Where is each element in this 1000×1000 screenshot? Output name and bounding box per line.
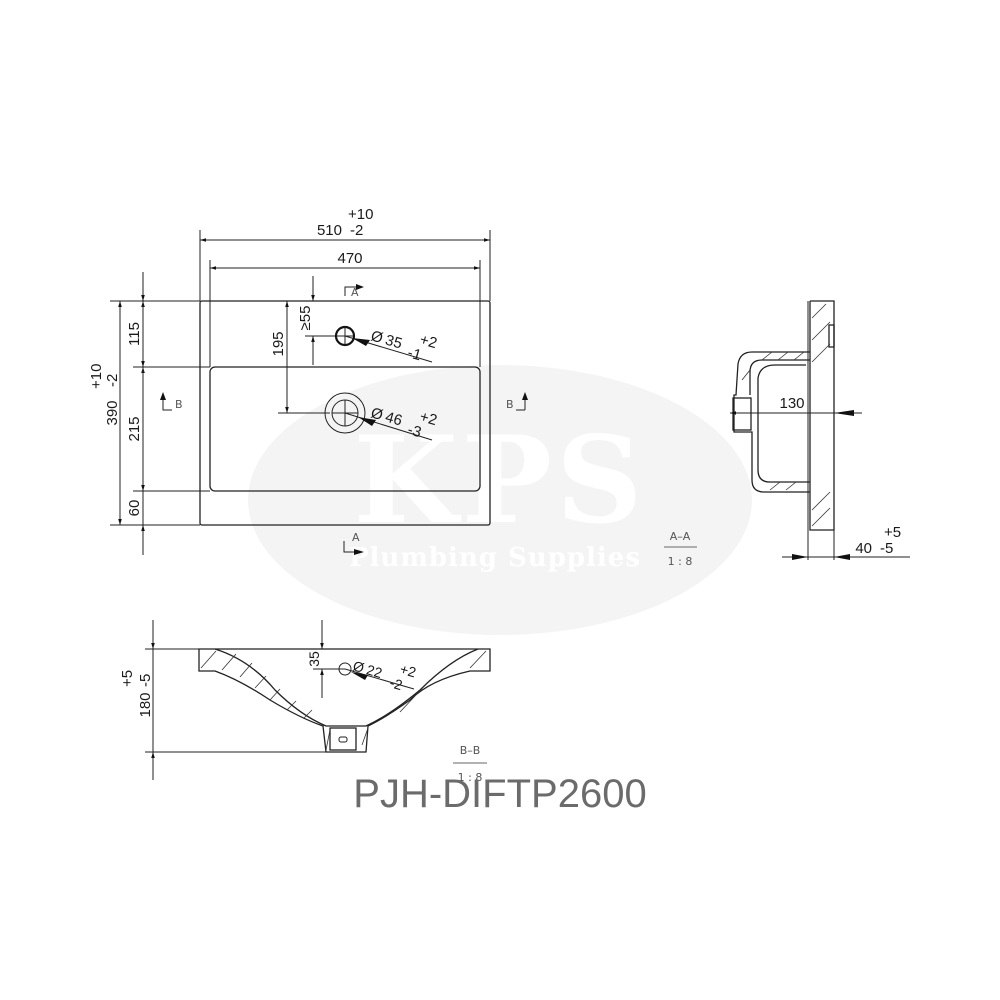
tap-to-waste-value: 195	[270, 331, 287, 356]
section-b-view: 180 -5 +5 35 Ø 22 -2 +2 B–B 1 : 8	[119, 620, 491, 784]
overall-width-tol-plus: +10	[348, 206, 373, 223]
section-a-scale: 1 : 8	[668, 555, 693, 568]
overall-depth-tol-minus: -2	[104, 374, 121, 387]
watermark-ellipse	[248, 365, 752, 635]
waste-hole-tol-minus: -3	[406, 421, 424, 441]
section-marker-a-bottom: A	[343, 531, 364, 555]
tap-hole-tol-minus: -1	[406, 344, 424, 364]
section-b-outline	[198, 648, 491, 753]
section-a-rim-tol-plus: +5	[884, 524, 901, 541]
tap-hole-value: 35	[383, 332, 404, 353]
basin-bowl-outline	[209, 366, 481, 492]
overall-depth-tol-plus: +10	[88, 364, 105, 389]
overflow-hole	[338, 662, 352, 676]
watermark: KPS Plumbing Supplies	[248, 365, 752, 635]
section-b-scale: 1 : 8	[458, 771, 483, 784]
tap-hole-tol-plus: +2	[418, 331, 439, 352]
overall-width-value: 510	[317, 222, 342, 239]
section-b-height-value: 180	[137, 692, 154, 717]
waste-hole-value: 46	[383, 409, 404, 430]
overflow-hole-value: 22	[365, 661, 385, 681]
overall-depth-value: 390	[104, 400, 121, 425]
svg-text:B: B	[175, 398, 183, 411]
back-ledge-value: 115	[126, 322, 143, 346]
section-a-rim	[809, 300, 835, 531]
inner-width-value: 470	[337, 250, 362, 267]
front-rim-value: 60	[126, 500, 143, 517]
overflow-hole-symbol: Ø	[351, 658, 366, 676]
waste-hole-tol-plus: +2	[418, 408, 439, 429]
section-marker-b-left: B	[160, 392, 183, 411]
tap-hole-min-value: ≥55	[297, 306, 314, 331]
watermark-tagline: Plumbing Supplies	[349, 543, 641, 573]
bowl-depth-value: 215	[126, 416, 143, 441]
watermark-brand: KPS	[353, 410, 646, 551]
waste-hole-symbol: Ø	[369, 405, 385, 425]
model-code: PJH-DIFTP2600	[353, 772, 647, 816]
waste-hole-outer	[324, 392, 366, 434]
section-b-height-tol-plus: +5	[119, 670, 136, 687]
section-a-rim-value: 40	[855, 540, 872, 557]
section-a-title: A–A	[670, 530, 691, 543]
top-view: 510 -2 +10 470 390 -2 +10 115 215	[88, 206, 528, 555]
section-a-rim-tol-minus: -5	[880, 540, 893, 557]
svg-text:B: B	[506, 398, 514, 411]
svg-text:A: A	[351, 286, 359, 299]
section-a-waste-depth: 130	[779, 395, 804, 412]
tap-hole-symbol: Ø	[369, 328, 385, 348]
overflow-hole-tol-minus: -2	[388, 674, 405, 693]
section-b-title: B–B	[460, 744, 481, 757]
basin-outer-outline	[199, 300, 491, 526]
section-a-view: 130 40 -5 +5 A–A 1 : 8	[664, 300, 910, 568]
svg-text:A: A	[352, 531, 360, 544]
overall-width-tol-minus: -2	[350, 222, 363, 239]
overflow-hole-tol-plus: +2	[398, 661, 418, 681]
section-marker-b-right: B	[506, 392, 528, 411]
section-marker-a-top: A	[344, 284, 364, 299]
section-b-overflow-offset: 35	[306, 651, 322, 667]
section-b-height-tol-minus: -5	[137, 674, 154, 687]
